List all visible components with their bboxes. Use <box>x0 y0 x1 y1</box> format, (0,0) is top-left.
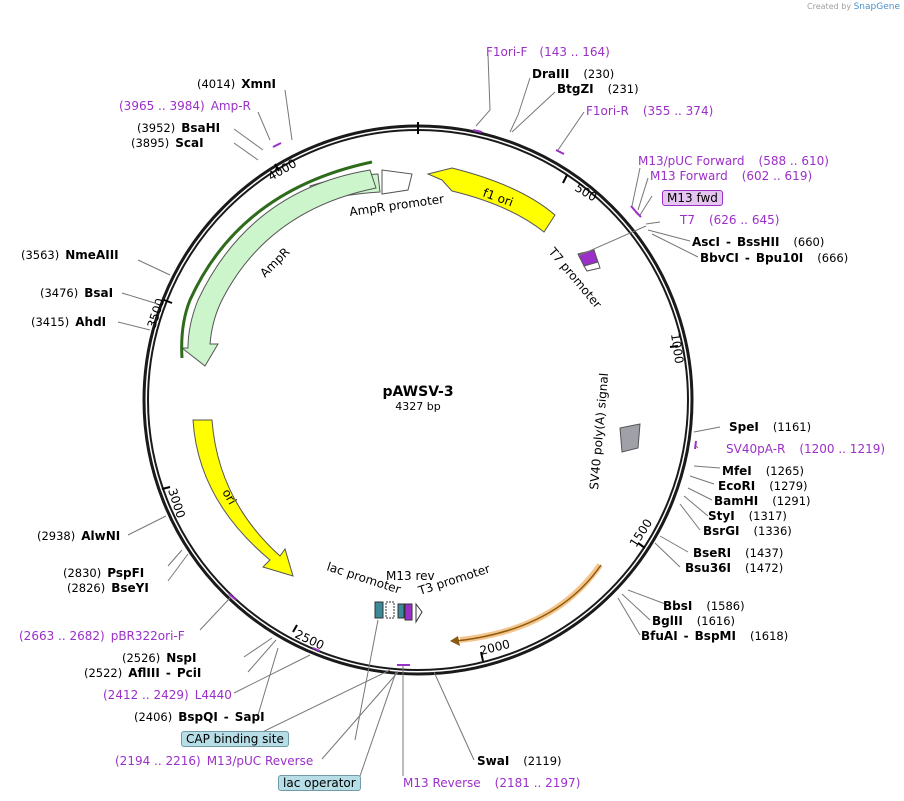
f1ori-f-primer: F1ori-F(143 .. 164) <box>486 45 610 59</box>
bseyi-site: (2826)BseYI <box>67 581 149 595</box>
ecori-site: EcoRI(1279) <box>718 479 808 493</box>
ampr-promoter-arrow[interactable] <box>381 169 413 195</box>
tick-label-1000: 1000 <box>668 332 686 364</box>
ampr-dark-track <box>180 160 373 359</box>
sv40pa-r-primer: SV40pA-R(1200 .. 1219) <box>726 442 885 456</box>
m13-reverse-primer: M13 Reverse(2181 .. 2197) <box>403 776 580 790</box>
cap-binding-site-box[interactable]: CAP binding site <box>181 731 289 747</box>
f1ori-r-primer: F1ori-R(355 .. 374) <box>586 104 713 118</box>
orange-feature-outline <box>455 564 602 642</box>
brand-name[interactable]: SnapGene <box>853 2 900 12</box>
bsu36i-site: Bsu36I(1472) <box>685 561 783 575</box>
tick-label-500: 500 <box>572 181 599 205</box>
scai-site: (3895)ScaI <box>131 136 204 150</box>
bamhi-site: BamHI(1291) <box>714 494 811 508</box>
leader-lines <box>117 54 721 777</box>
plasmid-length: 4327 bp <box>395 400 440 413</box>
ori-label: ori <box>219 487 239 508</box>
bbsi-site: BbsI(1586) <box>663 599 745 613</box>
ampr-promoter-label: AmpR promoter <box>348 192 444 219</box>
spei-site: SpeI(1161) <box>729 420 811 434</box>
pbr322ori-f-primer: (2663 .. 2682)pBR322ori-F <box>19 629 185 643</box>
t3-promoter-glyph[interactable] <box>415 602 423 624</box>
created-by-text: Created by <box>807 2 852 11</box>
swai-site: SwaI(2119) <box>477 754 562 768</box>
mfei-site: MfeI(1265) <box>722 464 804 478</box>
plasmid-name: pAWSV-3 <box>382 384 453 400</box>
beri-site: BseRI(1437) <box>693 546 783 560</box>
t7-promoter-arrow[interactable] <box>583 261 601 272</box>
m13-puc-forward-primer: M13/pUC Forward(588 .. 610) <box>638 154 829 168</box>
m13-forward-primer: M13 Forward(602 .. 619) <box>650 169 812 183</box>
f1-ori-arrow[interactable] <box>426 167 556 233</box>
bsai-site: (3476)BsaI <box>40 286 113 300</box>
ori-arrow[interactable] <box>192 419 294 577</box>
m13-rev-glyph[interactable] <box>404 603 413 621</box>
bsrgi-site: BsrGI(1336) <box>703 524 792 538</box>
m13-fwd-box[interactable]: M13 fwd <box>662 190 723 206</box>
bspqi-sapi-site: (2406)BspQI-SapI <box>134 710 265 724</box>
xmni-site: (4014)XmnI <box>197 77 276 91</box>
bbvci-bpu10i-site: BbvCI-Bpu10I(666) <box>700 251 848 265</box>
bfuai-bspmi-site: BfuAI-BspMI(1618) <box>641 629 788 643</box>
orange-feature-head <box>450 636 460 646</box>
nspi-site: (2526)NspI <box>122 651 197 665</box>
afliii-pcii-site: (2522)AflIII-PciI <box>84 666 201 680</box>
credit-text: Created by SnapGene <box>807 2 900 12</box>
primer-sites <box>228 129 697 666</box>
bglii-site: BglII(1616) <box>652 614 735 628</box>
draiii-site: DraIII(230) <box>532 67 614 81</box>
tick-label-2500: 2500 <box>293 627 327 653</box>
lac-operator-box[interactable]: lac operator <box>278 775 361 791</box>
m13-rev-label: M13 rev <box>386 569 435 583</box>
tick-marks <box>161 163 679 662</box>
ampr-label: AmpR <box>257 245 292 280</box>
amp-r-primer: (3965 .. 3984)Amp-R <box>119 99 251 113</box>
asci-bsshii-site: AscI-BssHII(660) <box>692 235 824 249</box>
ampr-arrow[interactable] <box>180 169 377 367</box>
m13-puc-rev-primer: (2194 .. 2216)M13/pUC Reverse <box>115 754 313 768</box>
ahdi-site: (3415)AhdI <box>31 315 106 329</box>
btgzi-site: BtgZI(231) <box>557 82 639 96</box>
lac-promoter-glyph[interactable] <box>385 601 395 619</box>
sv40-box[interactable] <box>619 423 641 453</box>
l4440-primer: (2412 .. 2429)L4440 <box>103 688 232 702</box>
styi-site: StyI(1317) <box>708 509 787 523</box>
sv40-label: SV40 poly(A) signal <box>587 372 611 490</box>
t7-primer: T7(626 .. 645) <box>679 213 779 227</box>
bsahi-site: (3952)BsaHI <box>137 121 220 135</box>
cap-site-glyph[interactable] <box>374 601 384 619</box>
nmeaiii-site: (3563)NmeAIII <box>21 248 119 262</box>
tick-label-3500: 3500 <box>145 297 168 330</box>
alwni-site: (2938)AlwNI <box>37 529 120 543</box>
lac-operator-glyph[interactable] <box>397 603 405 619</box>
pspfi-site: (2830)PspFI <box>63 566 144 580</box>
